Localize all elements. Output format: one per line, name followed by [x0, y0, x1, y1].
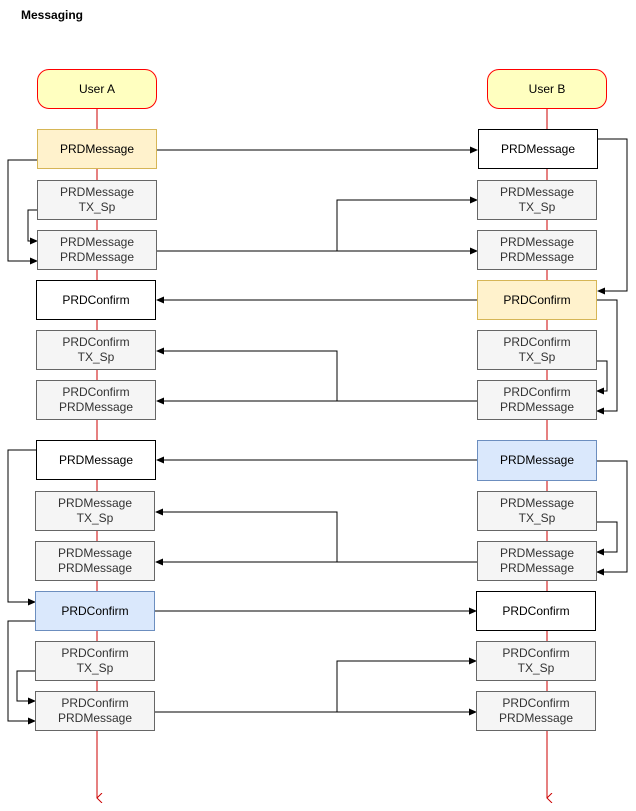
user-a-box-4: PRDConfirm: [36, 280, 156, 320]
arrow-a-to-b-txsp: [157, 196, 478, 252]
arrow-b-to-a-txsp: [156, 347, 477, 402]
actor-user-b: User B: [487, 69, 607, 109]
arrow-b-self-4: [596, 460, 628, 576]
user-b-box-10: PRDConfirm: [476, 591, 596, 631]
user-b-box-7: PRDMessage: [477, 440, 597, 481]
actor-user-a: User A: [37, 69, 157, 109]
user-a-box-7: PRDMessage: [36, 440, 156, 480]
arrow-b-self-5: [596, 521, 618, 556]
arrow-a-to-b-txsp-2: [155, 657, 477, 713]
user-a-box-1: PRDMessage: [37, 129, 157, 169]
arrow-b-self-3: [596, 360, 608, 395]
arrow-a-self-2: [27, 209, 38, 245]
diagram-title: Messaging: [21, 8, 84, 22]
arrow-a-self-4: [7, 620, 36, 725]
arrow-a-self-1: [7, 159, 38, 265]
user-b-box-1: PRDMessage: [478, 129, 598, 169]
arrow-a-self-3: [7, 449, 36, 606]
arrow-b-to-a-txsp-2: [155, 508, 477, 563]
arrow-b-self-2: [596, 299, 618, 415]
arrow-a-self-5: [16, 670, 36, 705]
user-a-box-10: PRDConfirm: [35, 591, 155, 631]
user-b-box-4: PRDConfirm: [477, 280, 597, 320]
arrow-b-self-1: [597, 138, 628, 295]
